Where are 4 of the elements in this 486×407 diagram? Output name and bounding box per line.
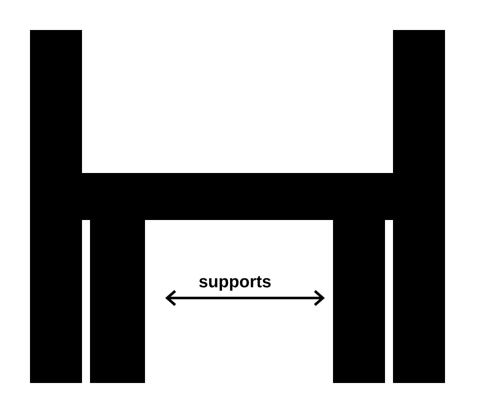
support-bar bbox=[333, 220, 385, 383]
edge-label: supports bbox=[199, 276, 271, 291]
double-arrow bbox=[165, 290, 325, 306]
support-bar bbox=[90, 220, 145, 383]
